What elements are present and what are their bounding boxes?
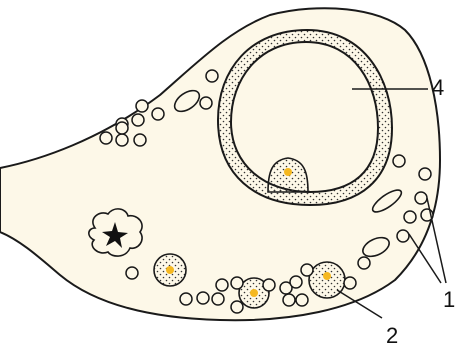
primordial-follicle bbox=[126, 267, 138, 279]
primordial-follicle bbox=[263, 279, 275, 291]
label-2: 2 bbox=[386, 325, 398, 347]
label-4: 4 bbox=[432, 77, 444, 99]
primordial-follicle bbox=[301, 264, 313, 276]
primordial-follicle bbox=[200, 97, 212, 109]
primordial-follicle bbox=[231, 301, 243, 313]
primordial-follicle bbox=[116, 122, 128, 134]
primordial-follicle bbox=[180, 293, 192, 305]
primordial-follicle bbox=[404, 211, 416, 223]
primordial-follicle bbox=[231, 277, 243, 289]
primordial-follicle bbox=[358, 257, 370, 269]
label-1: 1 bbox=[443, 289, 455, 311]
primordial-follicle bbox=[216, 279, 228, 291]
primordial-follicle bbox=[283, 294, 295, 306]
primordial-follicle bbox=[290, 276, 302, 288]
primordial-follicle bbox=[296, 294, 308, 306]
primordial-follicle bbox=[132, 114, 144, 126]
primordial-follicle bbox=[152, 108, 164, 120]
primordial-follicle bbox=[344, 277, 356, 289]
primordial-follicle bbox=[212, 293, 224, 305]
primordial-follicle bbox=[419, 168, 431, 180]
primordial-follicle bbox=[415, 192, 427, 204]
primordial-follicle bbox=[206, 70, 218, 82]
primordial-follicle bbox=[197, 292, 209, 304]
oocyte bbox=[284, 168, 292, 176]
primordial-follicle bbox=[393, 155, 405, 167]
primordial-follicle bbox=[134, 134, 146, 146]
primordial-follicle bbox=[136, 100, 148, 112]
primordial-follicle bbox=[116, 134, 128, 146]
leader-line-1 bbox=[427, 198, 446, 283]
primordial-follicle bbox=[397, 230, 409, 242]
primordial-follicle bbox=[100, 132, 112, 144]
